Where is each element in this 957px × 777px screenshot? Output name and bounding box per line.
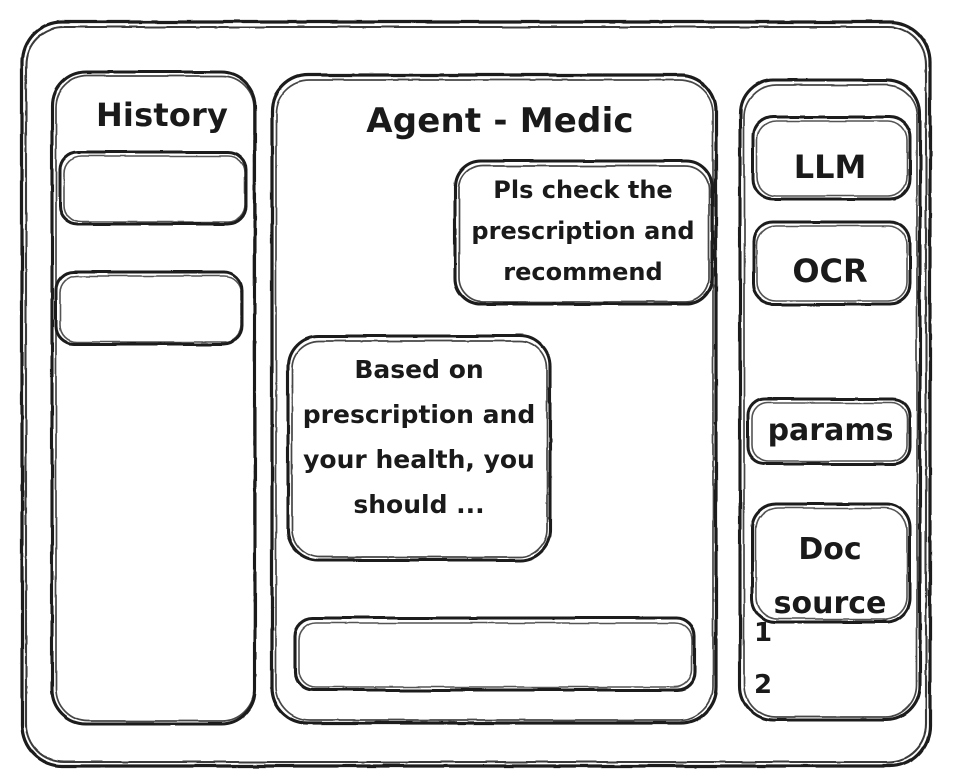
params-card-label: params (767, 413, 894, 448)
llm-card-label: LLM (793, 148, 867, 186)
doc-source-item-1[interactable]: 1 (754, 618, 773, 648)
history-panel-title: History (95, 96, 229, 134)
message-composer-input[interactable] (295, 618, 695, 690)
agent-panel-title: Agent - Medic (366, 101, 634, 141)
doc-source-item-2[interactable]: 2 (754, 670, 773, 700)
history-item-2[interactable] (56, 272, 242, 344)
assistant-message-bubble: Based on prescription and your health, y… (302, 355, 536, 519)
history-item-1[interactable] (60, 152, 246, 224)
ocr-card-label: OCR (792, 252, 868, 290)
user-message-bubble: Pls check the prescription and recommend (471, 176, 695, 286)
doc-source-card-label: Doc source (773, 532, 887, 621)
